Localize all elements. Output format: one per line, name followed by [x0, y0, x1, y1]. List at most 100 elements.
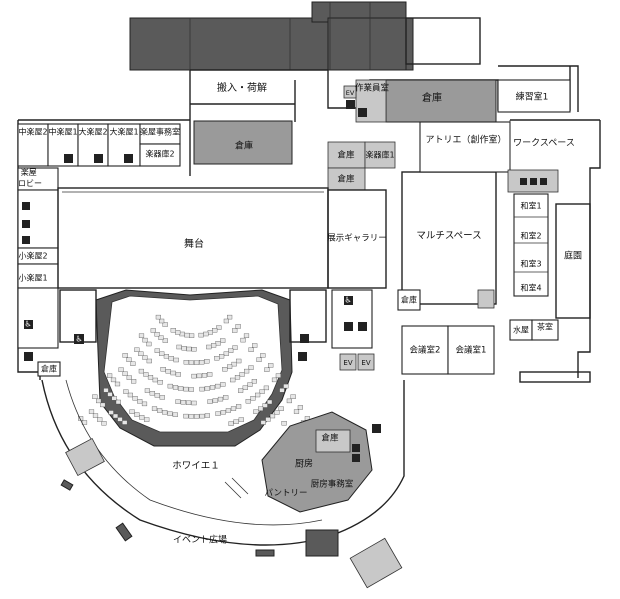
auditorium: [59, 289, 327, 447]
seat: [157, 380, 163, 385]
seat: [262, 403, 268, 408]
seating: [78, 314, 310, 426]
seat: [129, 409, 135, 414]
room-label-gakuya-naka2: 中楽屋2: [18, 127, 47, 137]
seat: [225, 408, 231, 413]
room-label-tenji: 展示ギャラリー: [327, 234, 387, 244]
seat: [264, 367, 270, 372]
seat: [275, 373, 281, 378]
room-label-souko-small1: 倉庫: [337, 150, 355, 161]
room-label-foyer: ホワイエ１: [172, 461, 219, 472]
restroom-icon: ♿: [24, 320, 31, 329]
seat: [281, 421, 287, 426]
seat: [230, 406, 237, 411]
room-label-hanyu: 搬入・荷解: [217, 81, 267, 94]
seat: [88, 409, 95, 414]
seat: [253, 409, 259, 414]
seat: [122, 353, 128, 358]
seat: [143, 372, 149, 377]
seat: [203, 331, 209, 337]
room-label-mizuya: 水屋: [513, 325, 529, 335]
seat: [172, 412, 178, 417]
seat: [251, 379, 257, 384]
seat: [244, 368, 250, 374]
room-label-atelier: アトリエ（創作室）: [425, 134, 506, 146]
seat: [209, 385, 216, 390]
seat: [162, 322, 168, 327]
seat: [271, 377, 278, 383]
seat: [248, 347, 254, 352]
seat: [114, 381, 121, 387]
seat: [183, 360, 189, 365]
seat: [243, 333, 250, 338]
seat: [176, 344, 182, 350]
seat: [242, 385, 248, 390]
room-label-washitsu3: 和室3: [520, 259, 541, 269]
seat: [165, 369, 171, 374]
seat: [149, 391, 155, 396]
foyer-area: [41, 379, 405, 557]
seat: [279, 388, 285, 393]
ev-label-top: EV: [346, 89, 355, 97]
seat: [247, 382, 253, 387]
seat: [269, 413, 276, 419]
seat: [189, 333, 195, 338]
seat: [142, 337, 148, 343]
room-label-gakuya-lobby: 楽屋 ロビー: [18, 167, 42, 188]
seat: [198, 332, 204, 338]
seat: [154, 348, 160, 353]
room-label-souko-top-mid: 倉庫: [235, 140, 253, 152]
room-label-chubou-jimu: 厨房事務室: [311, 479, 354, 490]
seat: [207, 372, 213, 377]
seat: [167, 383, 173, 389]
seat: [130, 361, 136, 366]
seat: [223, 351, 229, 356]
seat: [199, 413, 205, 419]
ev-label-1: EV: [343, 359, 352, 367]
seat: [159, 351, 165, 356]
seat: [220, 410, 226, 415]
seat: [207, 399, 213, 404]
stage-area: [57, 187, 329, 289]
seat: [235, 324, 241, 329]
seat: [248, 365, 254, 370]
room-label-sagyouin: 作業員室: [355, 83, 390, 94]
seat: [239, 372, 245, 377]
seat: [160, 367, 166, 372]
room-label-souko-left: 倉庫: [41, 364, 57, 374]
seat: [167, 411, 173, 416]
seat: [230, 377, 236, 383]
seat: [236, 404, 242, 409]
seat: [232, 328, 238, 333]
room-label-souko-mid: 倉庫: [401, 295, 417, 305]
storage-small-1: [327, 141, 366, 169]
seat: [236, 358, 242, 364]
seat: [286, 398, 292, 404]
seat: [138, 368, 144, 374]
seat: [278, 406, 284, 411]
seat: [118, 367, 124, 372]
seat: [138, 351, 144, 356]
seat: [274, 410, 280, 415]
seat: [183, 413, 189, 419]
seat: [183, 386, 189, 392]
seat: [238, 388, 244, 393]
seat: [142, 355, 148, 360]
seat: [223, 395, 229, 400]
room-label-chashitsu: 茶室: [537, 322, 553, 332]
seat: [204, 359, 210, 364]
seat: [141, 401, 148, 407]
room-label-chubou: 厨房: [295, 458, 313, 470]
seat: [263, 385, 269, 391]
seat: [123, 389, 129, 394]
seat: [222, 367, 228, 372]
seat: [191, 400, 197, 406]
seat: [132, 396, 138, 401]
seat: [212, 398, 218, 403]
seat: [154, 393, 160, 398]
seat: [265, 417, 271, 422]
practice-room-1: [497, 79, 571, 113]
room-label-butai: 舞台: [184, 237, 204, 250]
worker-room: [355, 79, 387, 123]
